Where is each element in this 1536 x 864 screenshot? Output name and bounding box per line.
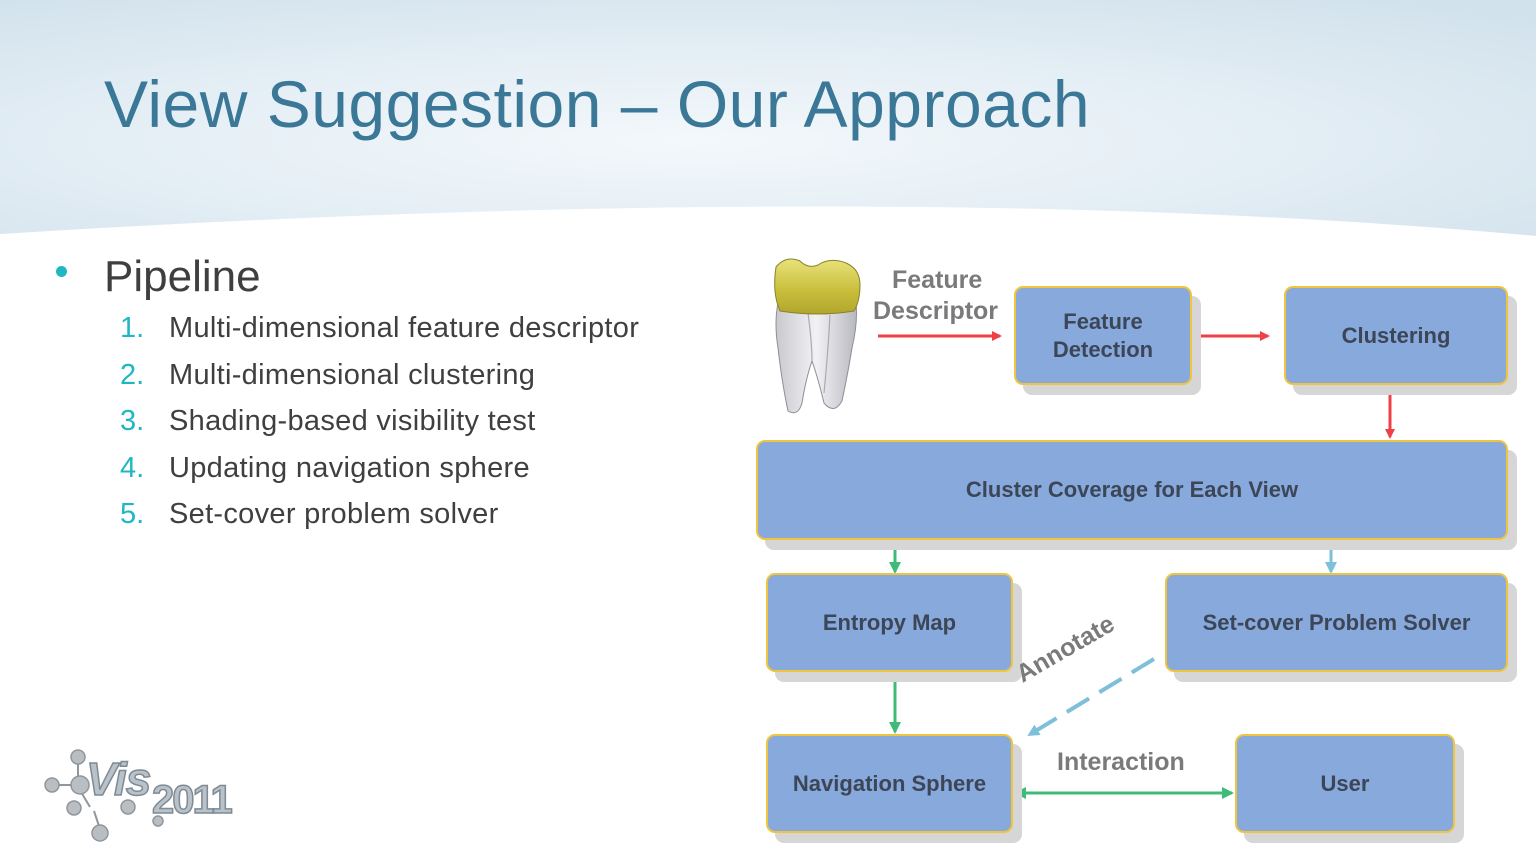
box-set-cover-solver: Set-cover Problem Solver (1165, 573, 1508, 672)
label-interaction: Interaction (1057, 748, 1185, 776)
box-user: User (1235, 734, 1455, 833)
step-text: Updating navigation sphere (169, 451, 530, 484)
box-feature-detection: Feature Detection (1014, 286, 1192, 385)
step-number: 5. (120, 498, 145, 530)
vis2011-logo (44, 749, 164, 842)
label-feature: Feature (892, 266, 983, 294)
step-number: 4. (120, 451, 145, 484)
logo-year-text: 2011 (151, 777, 233, 823)
box-cluster-coverage: Cluster Coverage for Each View (756, 440, 1508, 540)
tooth-model-icon (774, 258, 861, 414)
step-text: Shading-based visibility test (169, 405, 536, 437)
bullet-dot-icon (56, 266, 67, 277)
step-number: 1. (120, 312, 145, 344)
step-text: Set-cover problem solver (169, 498, 499, 530)
step-text: Multi-dimensional feature descriptor (169, 312, 640, 344)
label-descriptor: Descriptor (873, 297, 999, 325)
logo-vis-text: Vis (85, 752, 152, 806)
box-navigation-sphere: Navigation Sphere (766, 734, 1013, 833)
step-text: Multi-dimensional clustering (169, 358, 536, 391)
bullet-label: Pipeline (104, 252, 261, 301)
step-number: 3. (120, 405, 145, 437)
box-clustering: Clustering (1284, 286, 1508, 385)
logo-dots-icon (44, 749, 164, 842)
slide-title: View Suggestion – Our Approach (104, 67, 1091, 141)
arrow-solver-annotate (1027, 657, 1156, 737)
box-entropy-map: Entropy Map (766, 573, 1013, 672)
step-number: 2. (120, 358, 145, 391)
